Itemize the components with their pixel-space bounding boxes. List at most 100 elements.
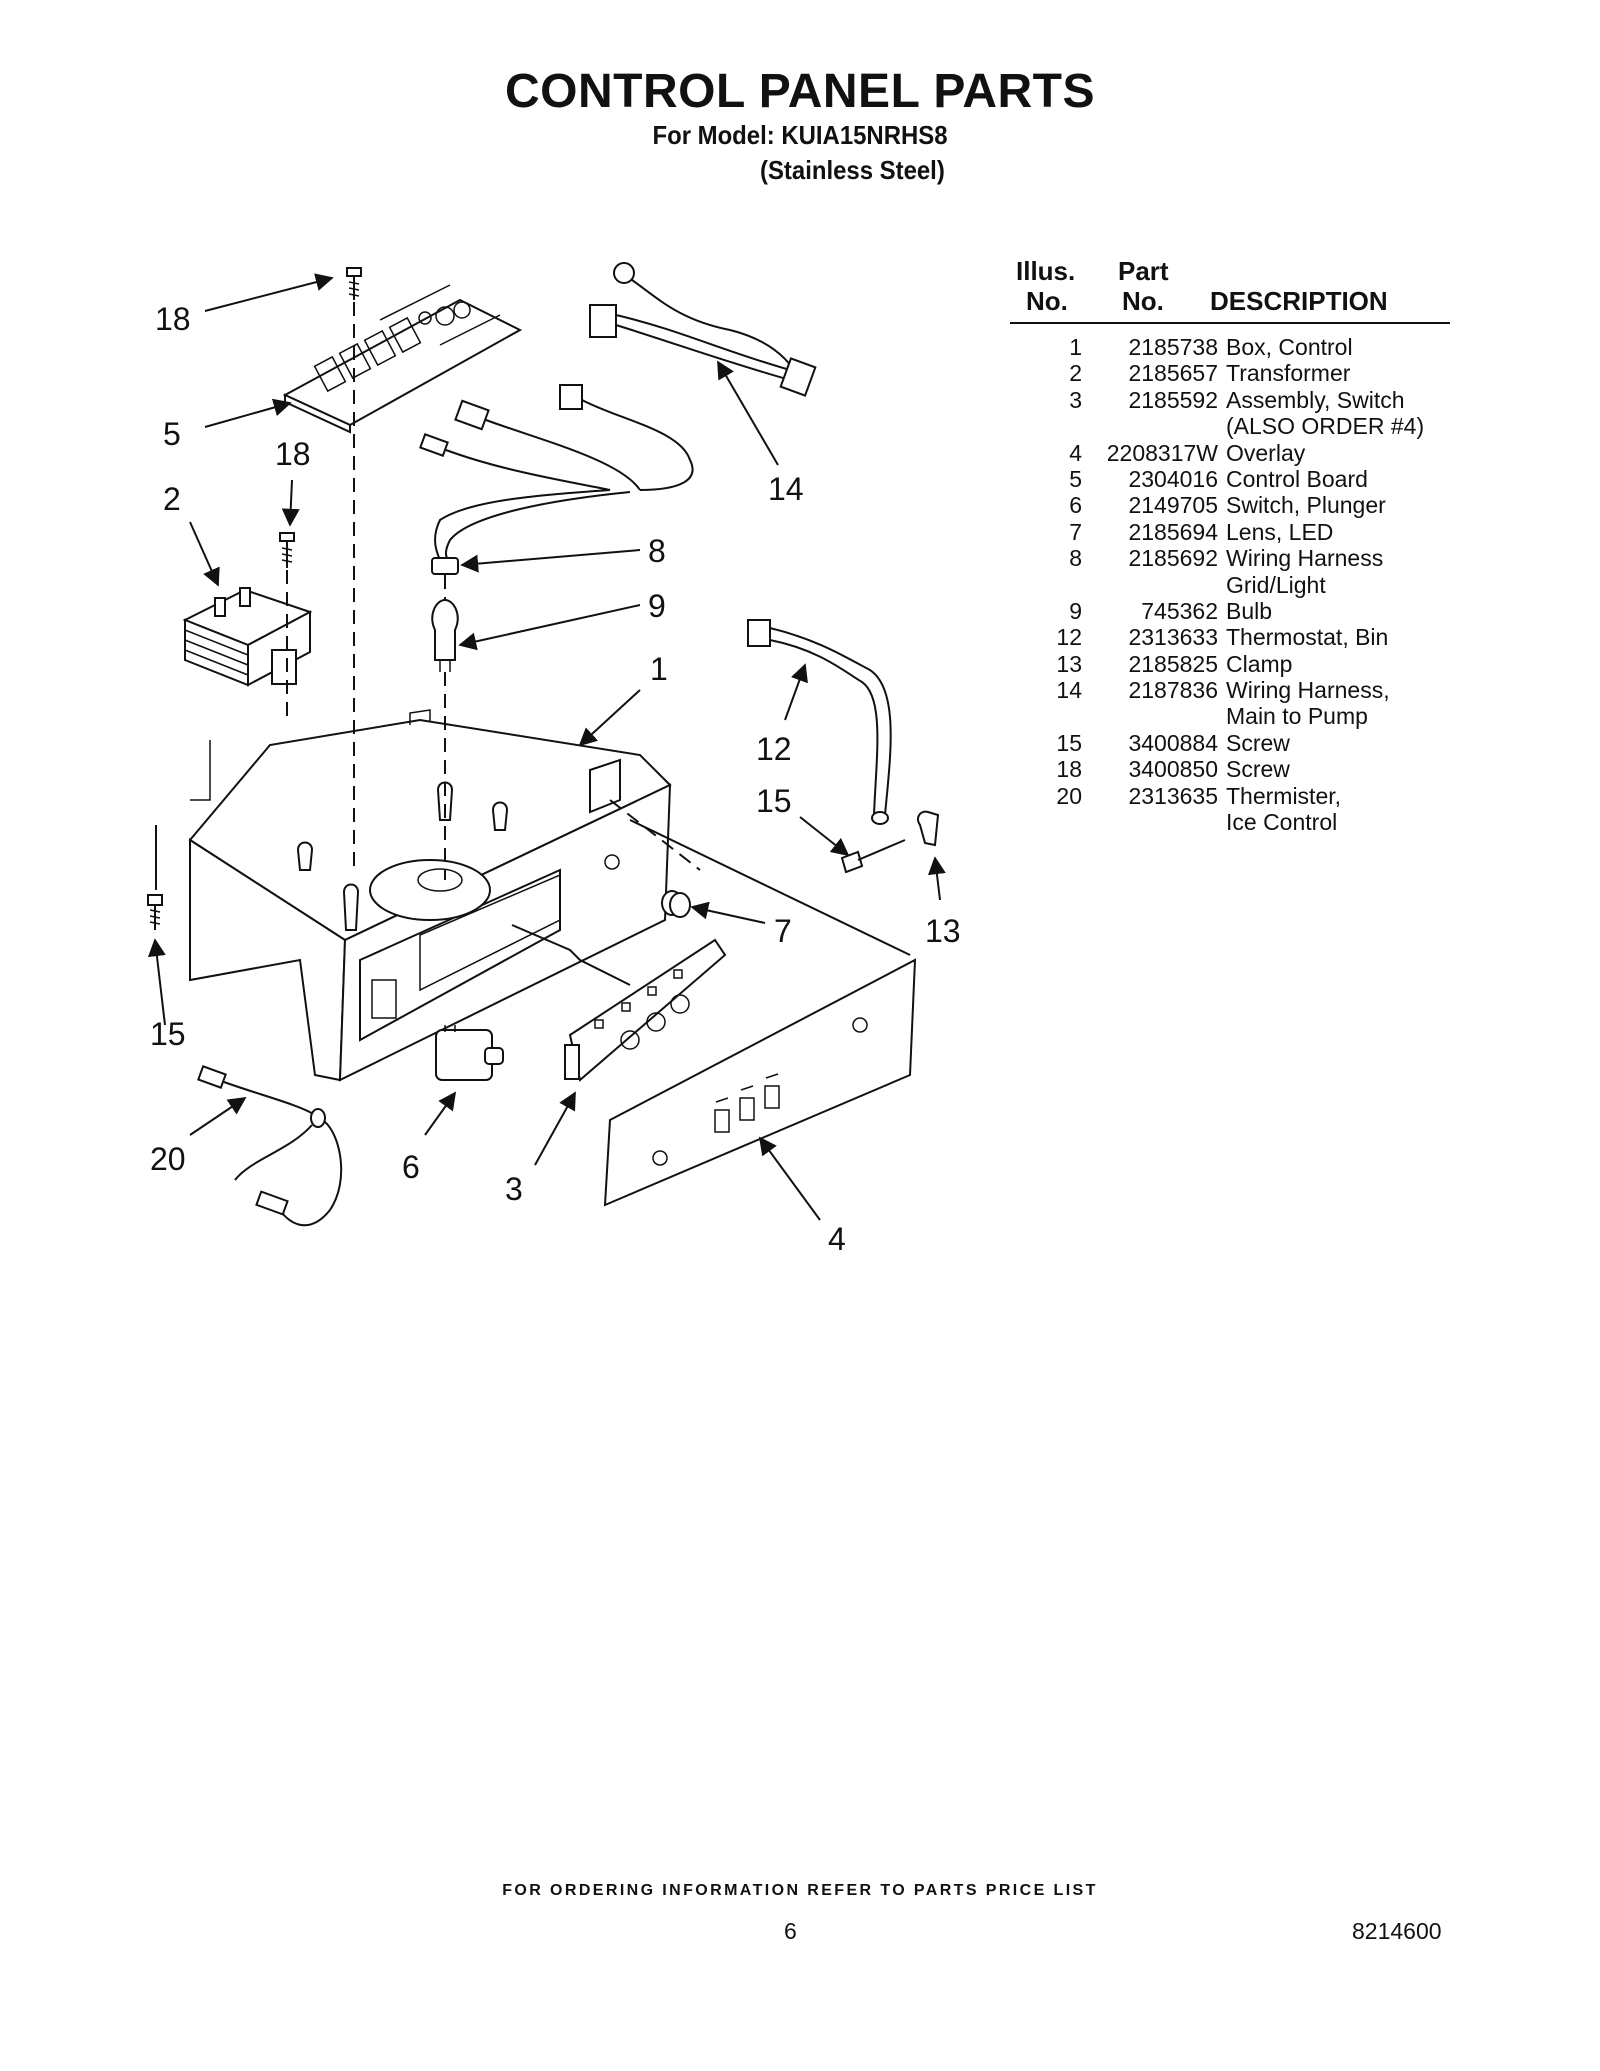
- illus-number: 15: [1056, 729, 1082, 756]
- illus-number: 18: [1056, 756, 1082, 783]
- part-number: 745362: [1141, 597, 1218, 624]
- illus-number: 8: [1069, 545, 1082, 572]
- part-description: Thermostat, Bin: [1226, 624, 1389, 651]
- parts-row: (ALSO ORDER #4): [1010, 413, 1450, 439]
- assembly-guide-lines: [155, 302, 911, 986]
- part-number: 2149705: [1128, 492, 1218, 519]
- header-part-bottom: No.: [1122, 286, 1164, 316]
- illus-number: 5: [1069, 465, 1082, 492]
- callout-18-left: 18: [275, 436, 311, 472]
- illus-number: 12: [1056, 624, 1082, 651]
- part-description: Overlay: [1226, 439, 1306, 466]
- header-illus-bottom: No.: [1026, 286, 1068, 316]
- part-description: Clamp: [1226, 650, 1293, 677]
- callout-18-top: 18: [155, 301, 191, 337]
- bulb-9-drawing: [431, 598, 459, 672]
- callout-6: 6: [402, 1149, 420, 1185]
- callout-3: 3: [505, 1171, 523, 1207]
- transformer-2-drawing: [182, 587, 313, 687]
- leader-arrows: [147, 273, 946, 1221]
- illus-number: 6: [1069, 492, 1082, 519]
- part-number: 2304016: [1128, 465, 1218, 492]
- callout-12: 12: [756, 731, 792, 767]
- page-title: CONTROL PANEL PARTS: [505, 65, 1095, 118]
- callout-15-right: 15: [756, 783, 792, 819]
- illus-number: 2: [1069, 360, 1082, 387]
- model-line: For Model: KUIA15NRHS8: [652, 120, 948, 150]
- part-description: Ice Control: [1226, 809, 1338, 836]
- illus-number: 1: [1069, 334, 1082, 360]
- screw-18-left-drawing: [279, 532, 295, 568]
- callout-13: 13: [925, 913, 961, 949]
- part-number: 2187836: [1128, 677, 1218, 704]
- part-number: 2185694: [1128, 518, 1218, 545]
- parts-row: Grid/Light: [1010, 572, 1450, 598]
- illus-number: 14: [1056, 677, 1082, 704]
- illus-number: 7: [1069, 518, 1082, 545]
- ordering-note: FOR ORDERING INFORMATION REFER TO PARTS …: [502, 1882, 1098, 1899]
- parts-list-header: Illus. No. Part No. DESCRIPTION: [1010, 256, 1450, 324]
- part-description: Bulb: [1226, 597, 1273, 624]
- part-description: Box, Control: [1226, 334, 1353, 360]
- parts-row: Main to Pump: [1010, 703, 1450, 729]
- part-number: 2185692: [1128, 545, 1218, 572]
- callout-1: 1: [650, 651, 668, 687]
- part-description: Wiring Harness: [1226, 545, 1384, 572]
- callout-7: 7: [774, 913, 792, 949]
- clamp-13-drawing: [917, 810, 940, 847]
- part-description: Main to Pump: [1226, 703, 1368, 730]
- part-description: Lens, LED: [1226, 518, 1334, 545]
- part-description: Switch, Plunger: [1226, 492, 1386, 519]
- part-description: Grid/Light: [1226, 571, 1326, 598]
- parts-row: 7 2185694 Lens, LED: [1010, 519, 1450, 545]
- illus-number: 4: [1069, 439, 1082, 466]
- callout-15-left: 15: [150, 1016, 186, 1052]
- screw-15-right-drawing: [840, 839, 906, 874]
- plunger-switch-6-drawing: [435, 1025, 504, 1081]
- part-number: 3400850: [1128, 756, 1218, 783]
- led-lens-7-drawing: [661, 890, 691, 918]
- finish-line: (Stainless Steel): [760, 155, 945, 185]
- part-description: (ALSO ORDER #4): [1226, 413, 1425, 440]
- part-description: Transformer: [1226, 360, 1351, 387]
- switch-assembly-3-drawing: [564, 938, 727, 1082]
- screw-15-left-drawing: [147, 894, 163, 930]
- parts-row: 14 2187836 Wiring Harness,: [1010, 677, 1450, 703]
- parts-row: 6 2149705 Switch, Plunger: [1010, 492, 1450, 518]
- parts-row: 2 2185657 Transformer: [1010, 360, 1450, 386]
- illus-number: 9: [1069, 597, 1082, 624]
- wiring-harness-14-drawing: [589, 262, 817, 397]
- part-number: 2185592: [1128, 386, 1218, 413]
- part-description: Screw: [1226, 729, 1290, 756]
- part-number: 2185657: [1128, 360, 1218, 387]
- callout-labels: 18 5 18 2 14 8 9 1 12 15 7 13 15 20 6 3 …: [150, 301, 961, 1257]
- callout-20: 20: [150, 1141, 186, 1177]
- part-description: Thermister,: [1226, 782, 1342, 809]
- page-number: 6: [784, 1918, 797, 1944]
- control-box-1-drawing: [188, 709, 672, 1082]
- parts-row: 20 2313635 Thermister,: [1010, 783, 1450, 809]
- thermister-20-drawing: [197, 1065, 343, 1227]
- control-board-drawing: [282, 284, 523, 434]
- header-illus-top: Illus.: [1016, 256, 1076, 286]
- callout-8: 8: [648, 533, 666, 569]
- screw-18-top-drawing: [346, 267, 362, 300]
- callout-14: 14: [768, 471, 804, 507]
- part-number: 2185825: [1128, 650, 1218, 677]
- illus-number: 20: [1056, 782, 1082, 809]
- part-description: Wiring Harness,: [1226, 677, 1390, 704]
- part-number: 2313635: [1128, 782, 1218, 809]
- parts-row: Ice Control: [1010, 809, 1450, 835]
- callout-2: 2: [163, 481, 181, 517]
- thermostat-bin-12-drawing: [747, 619, 892, 825]
